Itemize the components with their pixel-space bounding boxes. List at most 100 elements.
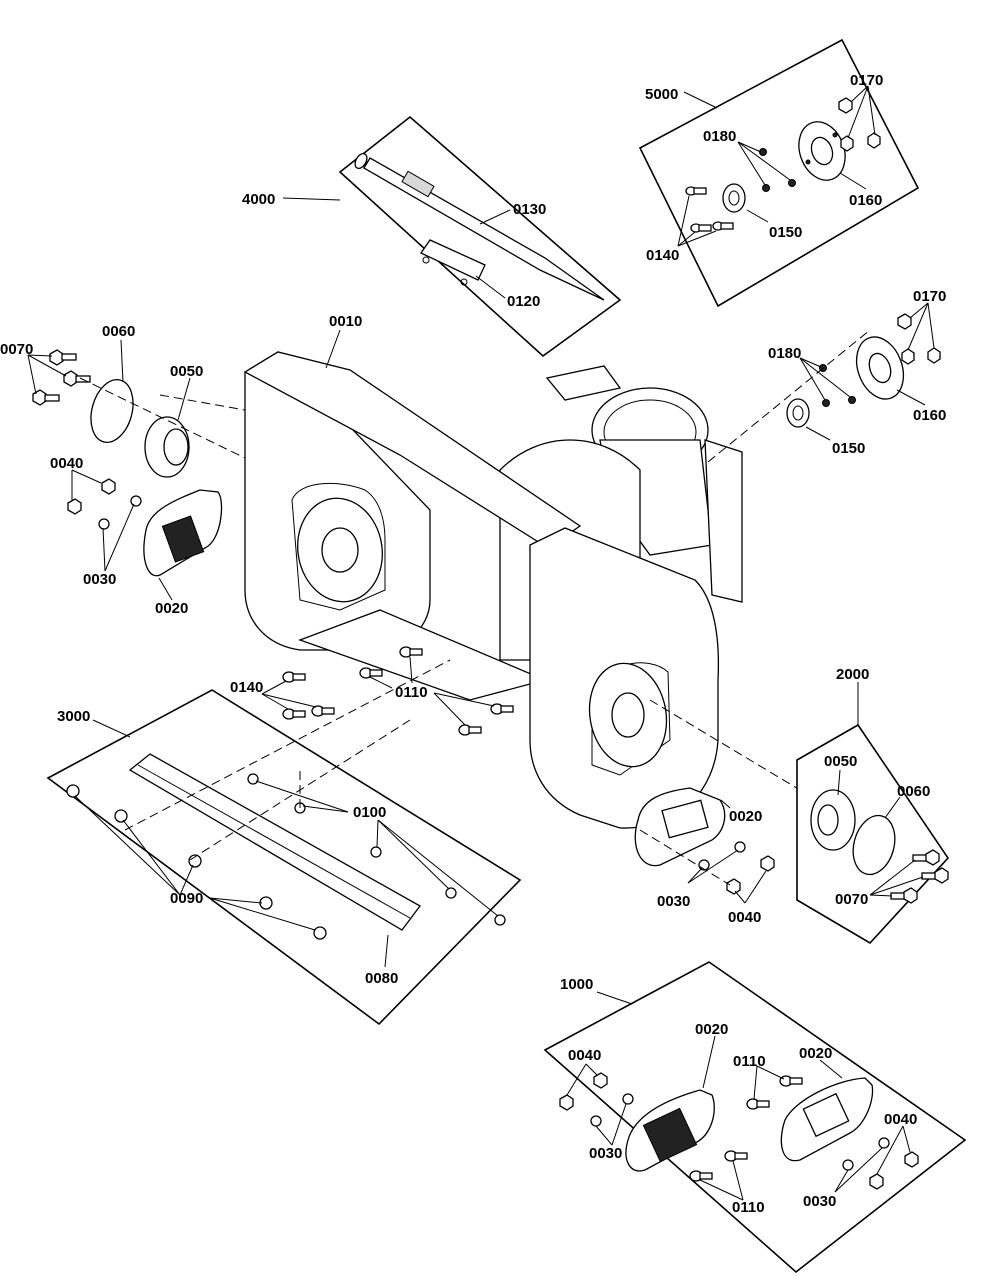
- washer: [788, 179, 796, 187]
- label-0070: 0070: [0, 341, 33, 358]
- right-hub: [611, 692, 645, 738]
- label-0170-right: 0170: [913, 288, 946, 305]
- washer: [698, 859, 710, 871]
- bearing-race: [728, 190, 740, 206]
- kit-2000-group: 2000 0050 0060 0070: [796, 666, 950, 945]
- label-0120: 0120: [507, 293, 540, 310]
- carriage-bolt: [359, 667, 383, 679]
- label-3000: 3000: [57, 708, 90, 725]
- label-0060: 0060: [102, 323, 135, 340]
- flange-nut: [445, 887, 457, 899]
- flange-nut: [494, 914, 506, 926]
- label-0030: 0030: [83, 571, 116, 588]
- nut: [901, 348, 915, 365]
- label-0050: 0050: [170, 363, 203, 380]
- auger-housing: 0010: [243, 313, 743, 829]
- label-0180-right: 0180: [768, 345, 801, 362]
- label-0050-kit2000: 0050: [824, 753, 857, 770]
- kit-4000-group: 4000 0130 0120: [242, 115, 622, 358]
- nut: [101, 478, 116, 495]
- flange-hub: [868, 352, 892, 384]
- washer: [590, 1115, 602, 1127]
- label-0160-right: 0160: [913, 407, 946, 424]
- cover-plate: [90, 379, 134, 443]
- top-beam: [243, 351, 582, 549]
- label-2000: 2000: [836, 666, 869, 683]
- label-0100: 0100: [353, 804, 386, 821]
- nut: [904, 1151, 919, 1168]
- label-0020-kit1000-b: 0020: [799, 1045, 832, 1062]
- flange-hole: [805, 159, 811, 165]
- centre-bolts: 0140 0110: [230, 646, 514, 736]
- kit-5000-group: 5000 0170 0180 0160 0150 0140: [638, 38, 920, 308]
- nut: [927, 347, 941, 364]
- carriage-bolt: [188, 854, 202, 868]
- chute-bracket: [545, 365, 622, 401]
- nut: [869, 1173, 884, 1190]
- label-0110-kit1000-a: 0110: [733, 1053, 766, 1070]
- skid-grip: [161, 515, 205, 563]
- flange-nut: [247, 773, 259, 785]
- label-0030-kit1000-b: 0030: [803, 1193, 836, 1210]
- carriage-bolt: [399, 646, 423, 658]
- label-5000: 5000: [645, 86, 678, 103]
- carriage-bolt: [458, 724, 482, 736]
- label-0150: 0150: [769, 224, 802, 241]
- label-0140-centre: 0140: [230, 679, 263, 696]
- kit-1000-group: 1000 0040 0020 0110 0020 0030 0110 0040 …: [543, 961, 967, 1274]
- carriage-bolt: [490, 703, 514, 715]
- label-0140: 0140: [646, 247, 679, 264]
- kit-4000-box: [338, 115, 622, 358]
- bearing-housing-hub: [163, 428, 189, 466]
- label-0040-kit1000-a: 0040: [568, 1047, 601, 1064]
- label-0090: 0090: [170, 890, 203, 907]
- label-0040-right: 0040: [728, 909, 761, 926]
- label-0070-kit2000: 0070: [835, 891, 868, 908]
- washer: [822, 399, 830, 407]
- label-0060-kit2000: 0060: [897, 783, 930, 800]
- flange-nut: [370, 846, 382, 858]
- washer: [130, 495, 142, 507]
- washer: [759, 148, 767, 156]
- label-0030-kit1000-a: 0030: [589, 1145, 622, 1162]
- carriage-bolt: [689, 1170, 713, 1182]
- side-bracket: [704, 439, 743, 603]
- washer: [762, 184, 770, 192]
- nut: [897, 313, 912, 330]
- right-lower-parts: 0020 0030 0040: [634, 699, 801, 926]
- label-0110-centre: 0110: [395, 684, 428, 701]
- label-0020-right: 0020: [729, 808, 762, 825]
- flange-hole: [832, 132, 838, 138]
- carriage-bolt: [690, 223, 712, 233]
- label-0080: 0080: [365, 970, 398, 987]
- nut: [867, 132, 881, 149]
- hex-bolt: [32, 389, 60, 406]
- hex-bolt: [912, 849, 940, 866]
- label-0010: 0010: [329, 313, 362, 330]
- bearing: [786, 398, 810, 428]
- label-0130: 0130: [513, 201, 546, 218]
- nut: [67, 498, 82, 515]
- carriage-bolt: [114, 809, 128, 823]
- right-upper-parts: 0170 0180 0160 0150: [707, 288, 946, 463]
- carriage-bolt: [282, 708, 306, 720]
- cover-plate: [852, 814, 896, 876]
- label-0020-kit1000-a: 0020: [695, 1021, 728, 1038]
- carriage-bolt: [66, 784, 80, 798]
- skid-window: [802, 1092, 850, 1138]
- label-1000: 1000: [560, 976, 593, 993]
- carriage-bolt: [724, 1150, 748, 1162]
- label-0160: 0160: [849, 192, 882, 209]
- label-0170: 0170: [850, 72, 883, 89]
- bearing-housing-hub: [817, 804, 839, 836]
- label-0040-kit1000-b: 0040: [884, 1111, 917, 1128]
- washer: [734, 841, 746, 853]
- shaft-end: [354, 152, 368, 170]
- hex-bolt: [921, 867, 949, 884]
- carriage-bolt: [779, 1075, 803, 1087]
- nut: [838, 97, 853, 114]
- hex-bolt: [63, 370, 91, 387]
- carriage-bolt: [311, 705, 335, 717]
- washer: [622, 1093, 634, 1105]
